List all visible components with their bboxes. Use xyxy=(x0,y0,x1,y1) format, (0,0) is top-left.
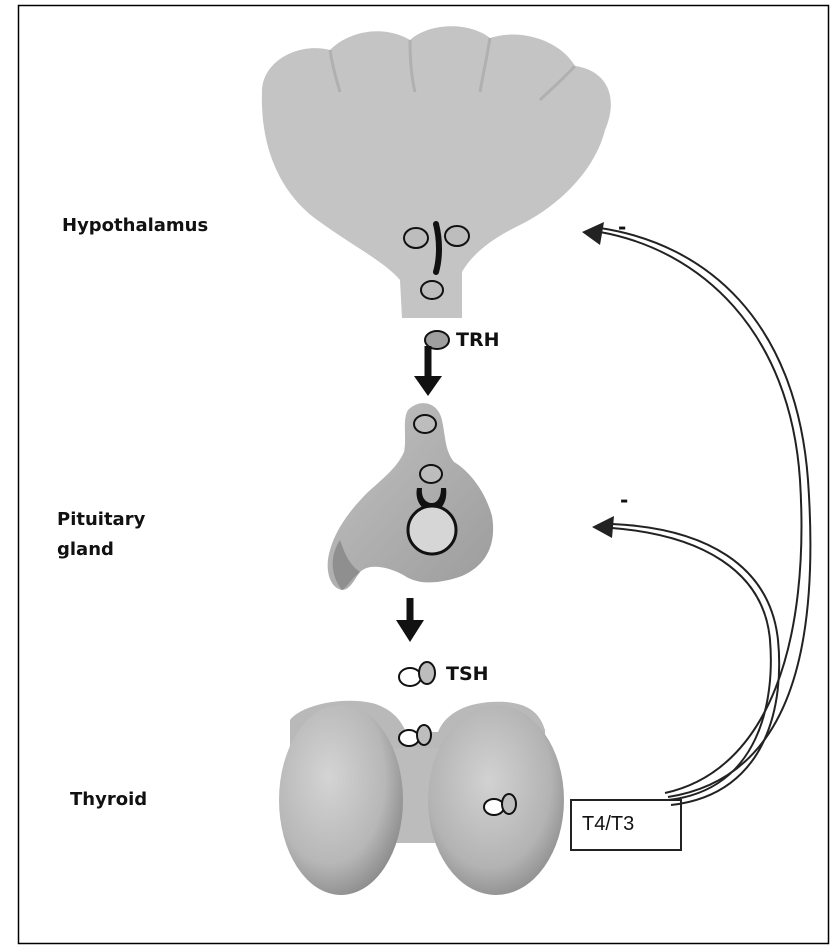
pituitary-cell-nucleus xyxy=(408,506,456,554)
trh-label: TRH xyxy=(456,329,500,351)
feedback-line-to-pituitary xyxy=(612,524,779,805)
tsh-arrow-head xyxy=(396,620,424,642)
feedback-arrow-head-pituitary xyxy=(592,516,614,538)
feedback-line-to-hypothalamus xyxy=(600,232,801,793)
tsh-label: TSH xyxy=(446,663,489,685)
t4-t3-label: T4/T3 xyxy=(582,813,634,836)
hormone-vesicle xyxy=(414,415,436,433)
pituitary-label-line1: Pituitary xyxy=(57,504,145,535)
hormone-vesicle xyxy=(445,226,469,246)
minus-sign-hypothalamus: - xyxy=(618,215,626,239)
hormone-vesicle xyxy=(404,228,428,248)
thyroid-label: Thyroid xyxy=(70,784,147,815)
pituitary-shape xyxy=(328,403,493,590)
feedback-line-to-hypothalamus xyxy=(600,228,810,797)
hormone-vesicle xyxy=(421,281,443,299)
feedback-arrow-head-hypothalamus xyxy=(582,222,604,245)
pituitary-label-line2: gland xyxy=(57,534,114,565)
trh-arrow-head xyxy=(414,376,442,396)
minus-sign-pituitary: - xyxy=(620,488,628,512)
hormone-vesicle xyxy=(420,465,442,483)
neuron-fiber xyxy=(436,224,439,272)
hypothalamus-label: Hypothalamus xyxy=(62,210,208,241)
tsh-molecule xyxy=(399,662,435,686)
